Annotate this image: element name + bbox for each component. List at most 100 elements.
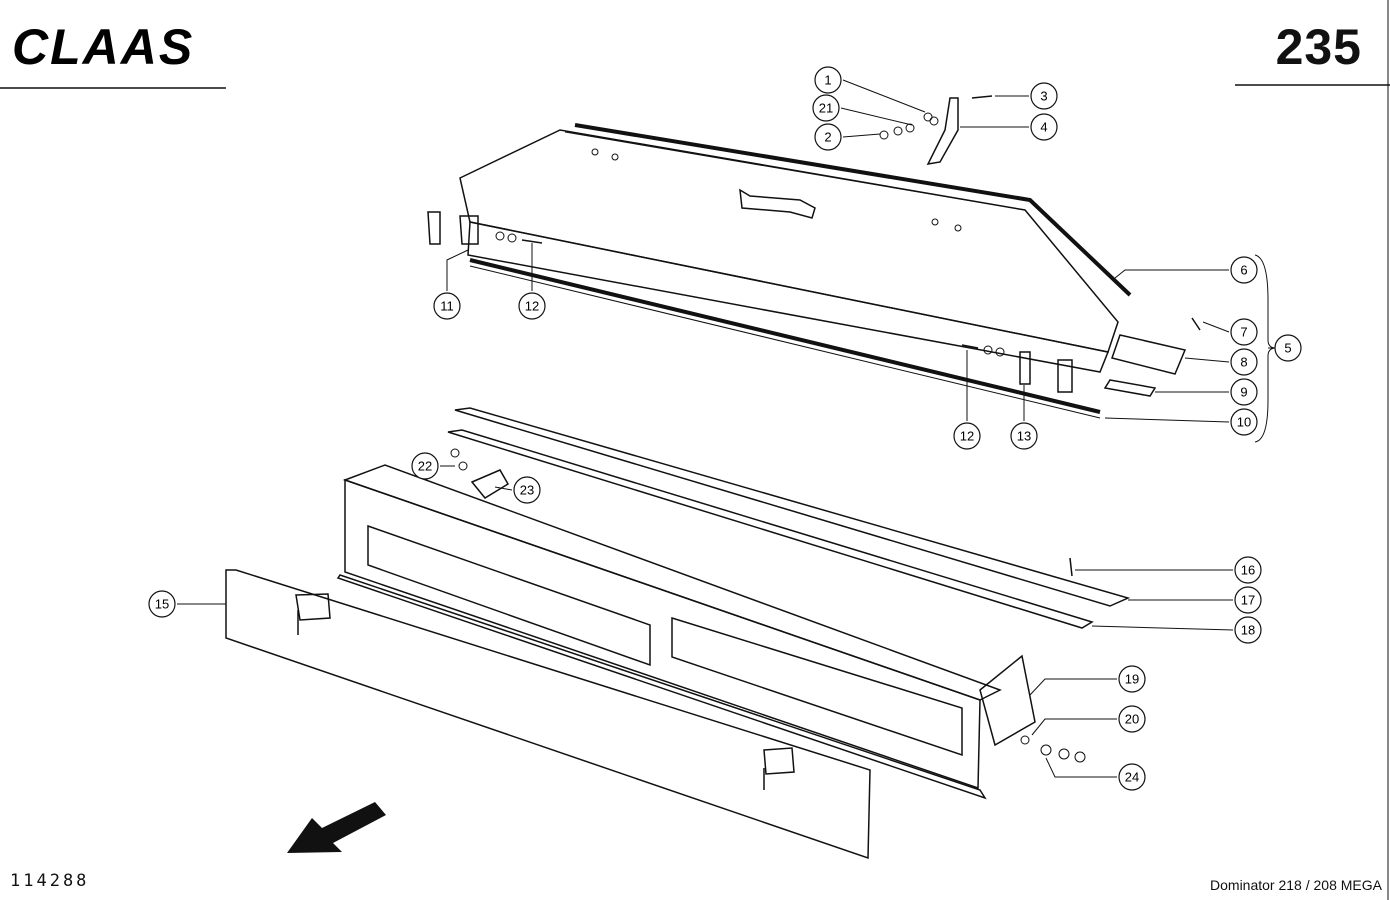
leader-line xyxy=(1202,321,1230,333)
callout-20: 20 xyxy=(1031,705,1146,736)
leader-line xyxy=(1114,269,1229,279)
page-number: 235 xyxy=(1275,19,1362,75)
callout-label: 9 xyxy=(1240,385,1247,400)
leader-line xyxy=(1029,678,1117,696)
leader-line xyxy=(840,107,913,126)
callout-label: 10 xyxy=(1237,415,1251,430)
callout-circle xyxy=(1030,82,1058,110)
callout-label: 18 xyxy=(1241,623,1255,638)
callout-circle xyxy=(953,422,981,450)
callout-19: 19 xyxy=(1029,665,1146,696)
callout-circle xyxy=(1234,556,1262,584)
callout-circle xyxy=(1030,113,1058,141)
callout-circle xyxy=(518,292,546,320)
callout-label: 23 xyxy=(520,483,534,498)
callout-circle xyxy=(1230,378,1258,406)
frame-front-face xyxy=(344,478,981,790)
frame-window-right xyxy=(671,616,963,757)
upper-cover-assembly xyxy=(427,95,1201,419)
callout-12: 12 xyxy=(518,243,546,320)
callout-10: 10 xyxy=(1104,408,1258,436)
cover-front-face xyxy=(467,221,1110,373)
shield-plate xyxy=(225,569,871,860)
frame-window-left xyxy=(367,524,651,667)
callout-9: 9 xyxy=(1155,378,1258,406)
leader-line xyxy=(494,486,513,491)
felt-strip xyxy=(454,407,1131,607)
callout-2: 2 xyxy=(814,123,881,151)
callout-circle xyxy=(513,476,541,504)
clamp-strip xyxy=(447,429,1094,629)
callout-label: 2 xyxy=(824,130,831,145)
callout-circle xyxy=(1230,318,1258,346)
callout-label: 8 xyxy=(1240,355,1247,370)
callout-circle xyxy=(1274,334,1302,362)
callout-16: 16 xyxy=(1075,556,1262,584)
callout-23: 23 xyxy=(494,476,541,504)
callout-circle xyxy=(1118,763,1146,791)
callout-22: 22 xyxy=(411,452,455,480)
cover-handle xyxy=(739,188,816,219)
callout-label: 22 xyxy=(418,459,432,474)
callout-circle xyxy=(1230,408,1258,436)
callout-17: 17 xyxy=(1128,586,1262,614)
callout-circle xyxy=(1230,348,1258,376)
model-label: Dominator 218 / 208 MEGA xyxy=(1210,877,1382,893)
direction-arrow-icon xyxy=(287,802,386,853)
leader-line xyxy=(446,249,469,291)
felt-pad xyxy=(1111,334,1187,375)
callout-7: 7 xyxy=(1202,318,1258,346)
lower-frame-assembly xyxy=(336,448,1086,800)
leader-line xyxy=(1045,757,1117,778)
callout-label: 16 xyxy=(1241,563,1255,578)
frame-bottom-flange xyxy=(336,574,987,800)
cover-plate xyxy=(1103,379,1157,397)
leader-line xyxy=(1091,625,1234,631)
callout-circle xyxy=(148,590,176,618)
callout-label: 11 xyxy=(440,299,454,314)
callout-circle xyxy=(433,292,461,320)
callout-label: 21 xyxy=(819,101,833,116)
leader-line xyxy=(1104,417,1230,423)
callout-label: 20 xyxy=(1125,712,1139,727)
callout-label: 6 xyxy=(1240,263,1247,278)
callout-13: 13 xyxy=(1010,385,1038,450)
claas-logo: CLAAS xyxy=(12,22,192,70)
callout-circle xyxy=(812,94,840,122)
callout-8: 8 xyxy=(1184,348,1258,376)
felt-strip-assembly xyxy=(447,407,1131,629)
leader-line xyxy=(842,133,881,138)
callout-5: 5 xyxy=(1268,334,1302,362)
leader-line xyxy=(1031,718,1117,736)
callout-3: 3 xyxy=(995,82,1058,110)
callout-18: 18 xyxy=(1091,616,1262,644)
callout-label: 12 xyxy=(960,429,974,444)
callout-label: 24 xyxy=(1125,770,1139,785)
callout-label: 7 xyxy=(1240,325,1247,340)
callout-circle xyxy=(814,123,842,151)
callout-circle xyxy=(1234,586,1262,614)
callout-4: 4 xyxy=(960,113,1058,141)
callout-label: 12 xyxy=(525,299,539,314)
seal-strip xyxy=(469,258,1101,414)
callout-circle xyxy=(1230,256,1258,284)
callout-12: 12 xyxy=(953,350,981,450)
callout-6: 6 xyxy=(1114,256,1258,284)
callout-circle xyxy=(411,452,439,480)
bracket-4 xyxy=(926,97,959,165)
callout-11: 11 xyxy=(433,249,469,320)
callout-label: 5 xyxy=(1284,341,1291,356)
leader-line xyxy=(1184,357,1230,363)
frame-end-plate xyxy=(979,654,1036,747)
callout-24: 24 xyxy=(1045,757,1146,791)
callout-1: 1 xyxy=(814,66,926,113)
frame-top-flange xyxy=(342,464,1002,701)
callout-label: 15 xyxy=(155,597,169,612)
callout-circle xyxy=(1118,665,1146,693)
callout-label: 17 xyxy=(1241,593,1255,608)
callout-label: 4 xyxy=(1040,120,1047,135)
cover-top-face xyxy=(459,129,1119,353)
callout-label: 19 xyxy=(1125,672,1139,687)
callout-15: 15 xyxy=(148,590,226,618)
